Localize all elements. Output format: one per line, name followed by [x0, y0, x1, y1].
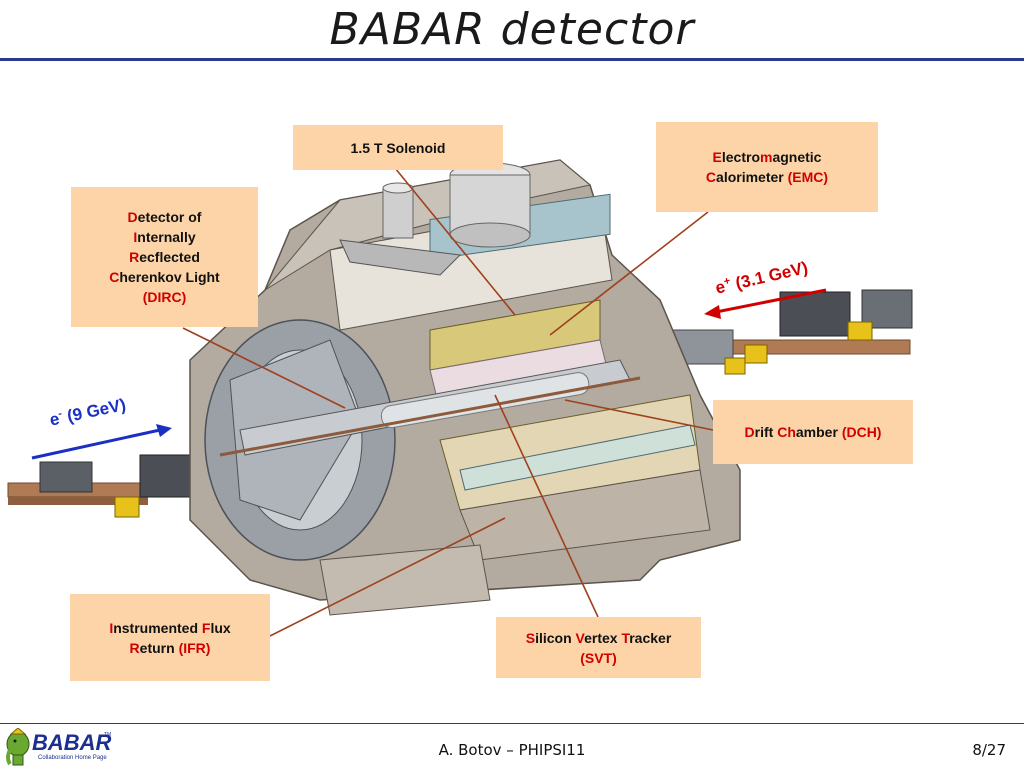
- dirc-letter-d: D: [127, 209, 138, 225]
- elephant-mascot-icon: [6, 728, 30, 766]
- svt-text-2: ertex: [584, 629, 622, 646]
- ifr-text-1: nstrumented: [113, 619, 202, 636]
- ifr-letter-r: R: [129, 639, 140, 656]
- ifr-letter-i: I: [109, 619, 114, 636]
- dch-letters-ch: Ch: [777, 424, 796, 440]
- emc-abbrev: (EMC): [787, 169, 829, 185]
- svt-letter-s: S: [525, 629, 536, 646]
- dch-text-1: rift: [754, 424, 778, 440]
- dirc-abbrev: (DIRC): [142, 289, 187, 305]
- dirc-text-3: ecflected: [139, 249, 200, 265]
- label-dirc: Detector of Internally Recflected Cheren…: [71, 187, 258, 327]
- positron-charge: +: [722, 274, 732, 289]
- footer-divider: [0, 723, 1024, 724]
- ifr-abbrev: (IFR): [178, 639, 211, 656]
- dch-text-2: amber: [795, 424, 842, 440]
- logo-trademark: TM: [104, 732, 112, 738]
- emc-text-1: lectro: [721, 149, 760, 165]
- dirc-text-2: nternally: [137, 229, 196, 245]
- babar-logo[interactable]: BABAR TM Collaboration Home Page: [4, 728, 114, 766]
- electron-beam-arrow: [31, 424, 172, 460]
- positron-beam-arrow: [704, 288, 827, 319]
- slide-title: BABAR detector: [329, 4, 695, 55]
- leader-lines: [182, 167, 714, 637]
- dch-abbrev: (DCH): [841, 424, 882, 440]
- emc-text-3: alorimeter: [716, 169, 788, 185]
- label-svt: Silicon Vertex Tracker (SVT): [496, 617, 701, 678]
- electron-charge: -: [56, 407, 64, 421]
- svt-letter-t: T: [621, 629, 630, 646]
- svt-text-3: racker: [629, 629, 672, 646]
- dch-letter-d: D: [744, 424, 755, 440]
- ifr-letter-f: F: [201, 619, 211, 636]
- dirc-letter-i: I: [133, 229, 138, 245]
- right-beamline: [659, 289, 913, 375]
- svt-abbrev: (SVT): [580, 649, 617, 666]
- svt-letter-v: V: [575, 629, 585, 646]
- title-divider: [0, 58, 1024, 61]
- ifr-text-3: eturn: [139, 639, 179, 656]
- dirc-letter-r: R: [129, 249, 140, 265]
- footer-author: A. Botov – PHIPSI11: [438, 741, 586, 759]
- ifr-text-2: lux: [210, 619, 231, 636]
- label-solenoid-text: 1.5 T Solenoid: [350, 139, 446, 156]
- page-number: 8/27: [972, 741, 1006, 759]
- label-emc: Electromagnetic Calorimeter (EMC): [656, 122, 878, 212]
- label-ifr: Instrumented Flux Return (IFR): [70, 594, 270, 681]
- logo-wordmark: BABAR: [32, 730, 112, 755]
- emc-letter-e: E: [712, 149, 722, 165]
- emc-letter-m: m: [760, 149, 773, 165]
- emc-text-2: agnetic: [772, 149, 822, 165]
- dirc-text-4: herenkov Light: [119, 269, 220, 285]
- dirc-letter-c: C: [109, 269, 120, 285]
- logo-subtitle: Collaboration Home Page: [38, 755, 107, 761]
- label-solenoid: 1.5 T Solenoid: [293, 125, 503, 170]
- detector-body: [189, 159, 741, 616]
- label-dch: Drift Chamber (DCH): [713, 400, 913, 464]
- emc-letter-c: C: [705, 169, 717, 185]
- svt-text-1: ilicon: [535, 629, 576, 646]
- dirc-text-1: etector of: [137, 209, 202, 225]
